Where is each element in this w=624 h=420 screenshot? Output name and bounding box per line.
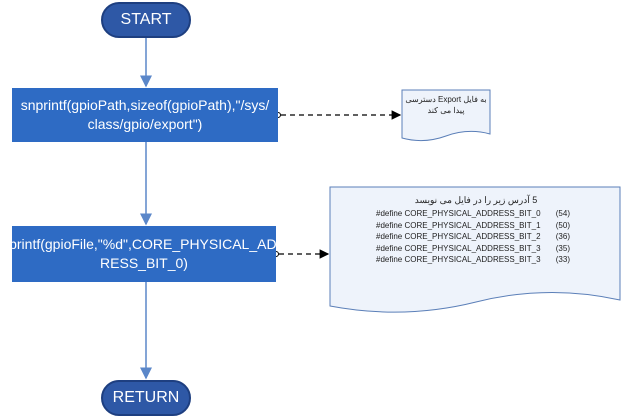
define-row: #define CORE_PHYSICAL_ADDRESS_BIT_1 (50) [376, 220, 570, 232]
process-dprintf: dprintf(gpioFile,"%d",CORE_PHYSICAL_ADD … [1, 226, 287, 282]
define-value: (54) [555, 209, 570, 218]
define-macro: #define CORE_PHYSICAL_ADDRESS_BIT_0 [376, 209, 541, 218]
define-value: (50) [555, 220, 570, 230]
note1-line-1: به فایل Export دسترسی [405, 95, 487, 104]
process2-line-1: dprintf(gpioFile,"%d",CORE_PHYSICAL_ADD [1, 236, 287, 252]
document-shape-2 [329, 186, 621, 313]
note-export-access: به فایل Export دسترسی پیدا می کند [404, 94, 488, 116]
note1-line-2: پیدا می کند [427, 106, 465, 115]
define-macro: #define CORE_PHYSICAL_ADDRESS_BIT_3 [376, 255, 541, 265]
document-shape-1 [401, 89, 491, 142]
process2-line-2: RESS_BIT_0) [100, 255, 188, 271]
define-value: (36) [555, 232, 570, 242]
note-address-header: 5 آدرس زیر را در فایل می نویسد [414, 195, 538, 205]
return-terminal: RETURN [101, 380, 191, 416]
define-macro: #define CORE_PHYSICAL_ADDRESS_BIT_1 [376, 220, 541, 230]
define-row: #define CORE_PHYSICAL_ADDRESS_BIT_3 (33) [376, 254, 570, 266]
define-row: #define CORE_PHYSICAL_ADDRESS_BIT_0 (54) [376, 208, 570, 220]
process-snprintf: snprintf(gpioPath,sizeof(gpioPath),"/sys… [12, 88, 278, 142]
return-label: RETURN [112, 389, 180, 406]
define-row: #define CORE_PHYSICAL_ADDRESS_BIT_3 (35) [376, 243, 570, 255]
define-macro: #define CORE_PHYSICAL_ADDRESS_BIT_3 [376, 243, 541, 253]
define-value: (33) [555, 255, 570, 265]
start-label: START [120, 11, 172, 28]
process1-line-1: snprintf(gpioPath,sizeof(gpioPath),"/sys… [20, 97, 270, 113]
note-define-list: #define CORE_PHYSICAL_ADDRESS_BIT_0 (54)… [376, 208, 602, 266]
define-value: (35) [555, 243, 570, 253]
define-row: #define CORE_PHYSICAL_ADDRESS_BIT_2 (36) [376, 231, 570, 243]
start-terminal: START [101, 2, 191, 38]
define-macro: #define CORE_PHYSICAL_ADDRESS_BIT_2 [376, 232, 541, 242]
process1-line-2: class/gpio/export") [87, 116, 203, 132]
